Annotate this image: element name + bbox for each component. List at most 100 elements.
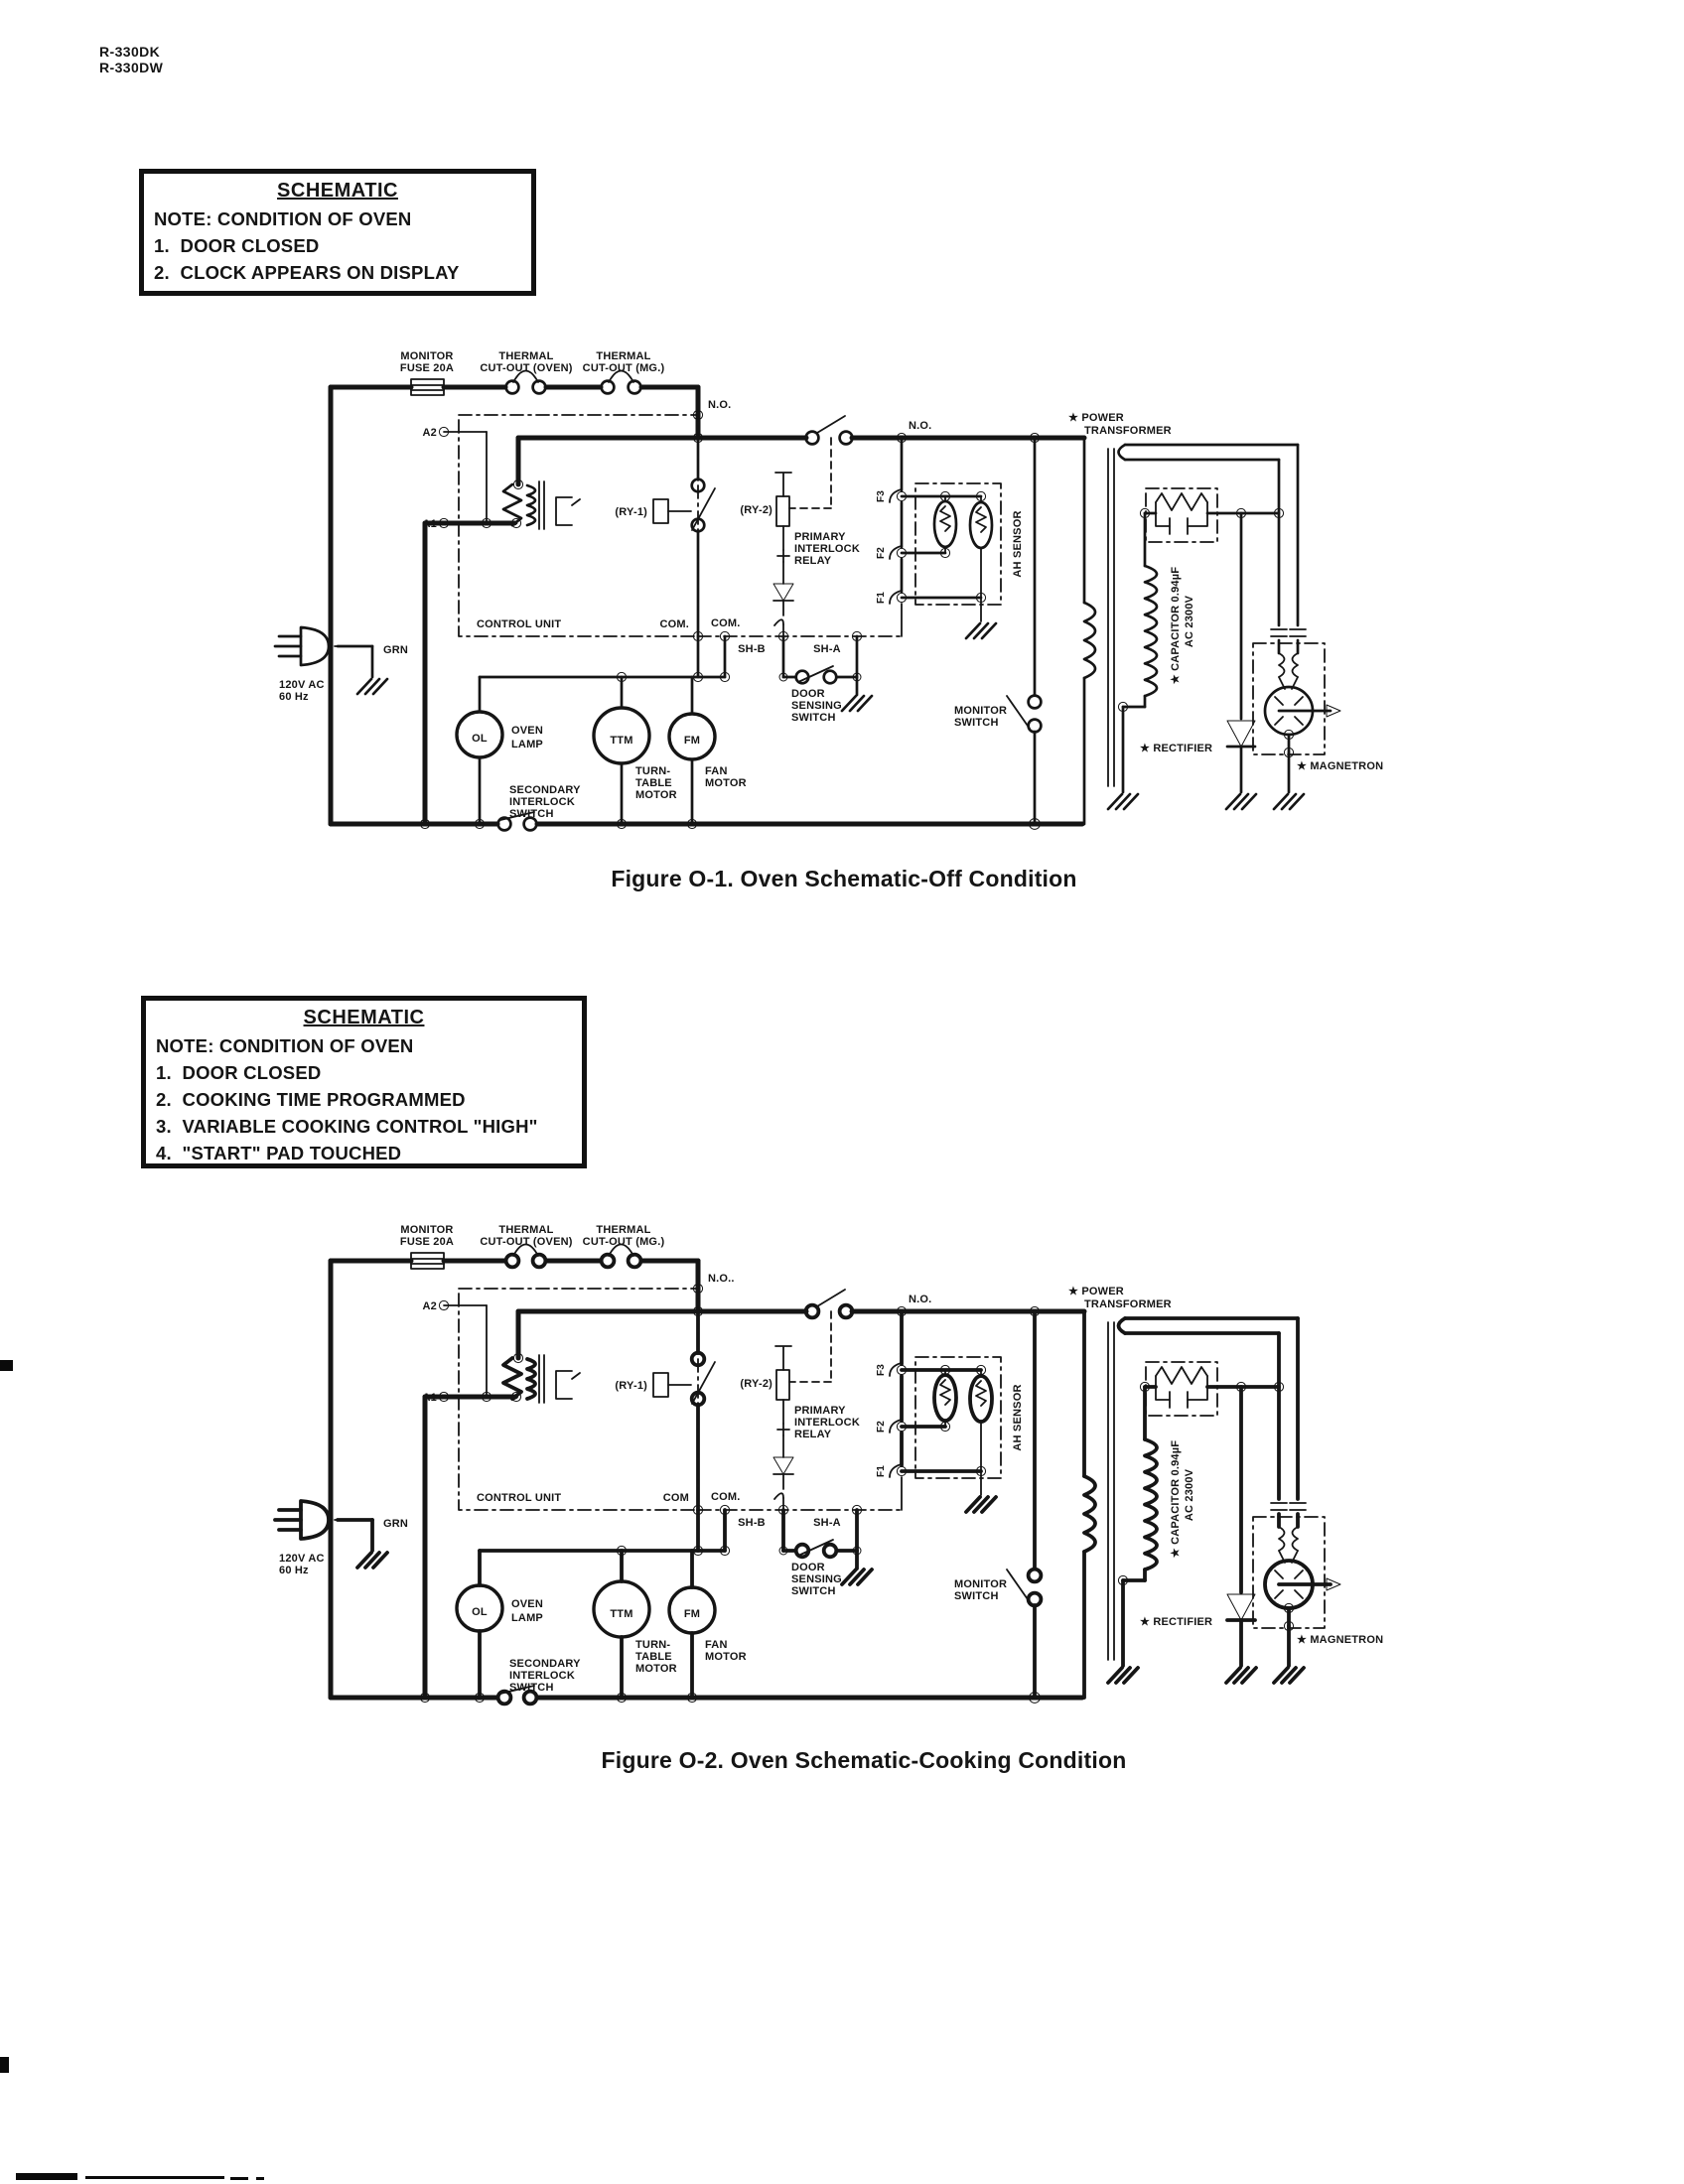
note-item: 3. VARIABLE COOKING CONTROL "HIGH" [156,1116,538,1137]
label-thermal-cutout-oven: CUT-OUT (OVEN) [480,1236,572,1248]
label-door-sensing-switch: SWITCH [791,712,836,724]
heater-elements [932,499,994,550]
circuit-wiring [328,1258,1300,1701]
label-thermal-cutout-oven: THERMAL [498,1224,553,1236]
scan-artifact [230,2177,248,2180]
label-turntable-motor: TURN- [635,765,670,777]
label-fan-motor: FAN [705,765,728,777]
label-capacitor: AC 2300V [1184,595,1195,647]
label-power-transformer: TRANSFORMER [1084,425,1172,437]
label-monitor-fuse: FUSE 20A [400,362,454,374]
oven-circuit-diagram: OL TTM FM MONITOR FUSE 20A THERMAL CUT-O… [273,1224,1383,1706]
diode-symbol [772,583,794,602]
note-item: 2. CLOCK APPEARS ON DISPLAY [154,262,460,283]
label-oven-lamp: LAMP [511,739,543,751]
door-sensing-switch-symbol [793,1539,839,1560]
label-secondary-interlock-switch: INTERLOCK [509,1670,575,1682]
scan-artifact [16,2173,77,2180]
fan-motor-circle: FM [667,1585,717,1635]
model-number-line: R-330DW [99,60,164,75]
label-f2: F2 [876,547,887,559]
label-primary-interlock-relay: INTERLOCK [794,543,860,555]
label-secondary-interlock-switch: SWITCH [509,808,554,820]
label-ry1: (RY-1) [615,1380,647,1392]
label-secondary-interlock-switch: INTERLOCK [509,796,575,808]
label-ry2: (RY-2) [740,504,772,516]
label-sh-a: SH-A [813,643,841,655]
label-primary-interlock-relay: RELAY [794,555,832,567]
control-unit-box [458,1288,699,1511]
label-rectifier: ★ RECTIFIER [1140,743,1212,754]
label-monitor-switch: SWITCH [954,717,999,729]
note-box-cooking-condition: SCHEMATIC NOTE: CONDITION OF OVEN 1. DOO… [141,996,587,1168]
label-monitor-switch: MONITOR [954,1578,1007,1590]
oven-circuit-diagram: OL TTM FM MONITOR FUSE 20A THERMAL CUT-O… [273,350,1383,832]
label-magnetron: ★ MAGNETRON [1297,1634,1383,1646]
note-item: 1. DOOR CLOSED [154,235,320,256]
label-turntable-motor: TURN- [635,1639,670,1651]
circuit-labels: MONITOR FUSE 20A THERMAL CUT-OUT (OVEN) … [279,350,1383,820]
ry2-coil-symbol [775,1369,790,1401]
turntable-motor-label: TTM [610,735,632,747]
oven-lamp-label: OL [472,733,488,745]
magnetron-symbol [1263,1502,1341,1610]
label-oven-lamp: LAMP [511,1612,543,1624]
figure-1-caption: Figure O-1. Oven Schematic-Off Condition [611,866,1077,891]
label-thermal-cutout-oven: THERMAL [498,350,553,362]
capacitor-network-symbol [1155,492,1208,535]
label-supply: 60 Hz [279,691,309,703]
note-title: SCHEMATIC [277,180,398,202]
label-door-sensing-switch: DOOR [791,1562,825,1573]
label-ah-sensor: AH SENSOR [1012,510,1024,577]
label-supply: 120V AC [279,679,325,691]
oven-schematic-off-condition: OL TTM FM MONITOR FUSE 20A THERMAL CUT-O… [268,338,1400,844]
model-numbers: R-330DK R-330DW [99,44,163,75]
label-secondary-interlock-switch: SECONDARY [509,784,581,796]
label-monitor-fuse: FUSE 20A [400,1236,454,1248]
ry1-contact-symbol [652,478,716,533]
junction-dots [419,409,1295,830]
label-ah-sensor: AH SENSOR [1012,1384,1024,1450]
dashed-enclosures [458,414,1326,755]
thermal-cutout-mg-symbol [599,1243,643,1270]
label-fan-motor: FAN [705,1639,728,1651]
monitor-switch-symbol [1006,1567,1044,1608]
thermal-cutout-mg-symbol [600,369,642,395]
label-primary-interlock-relay: PRIMARY [794,531,846,543]
fan-motor-label: FM [684,1608,700,1620]
oven-lamp-circle: OL [455,1583,504,1633]
relay-coil-symbol [501,480,581,530]
label-primary-interlock-relay: PRIMARY [794,1405,846,1417]
thermal-cutout-oven-symbol [504,369,547,395]
label-f3: F3 [876,1364,887,1376]
label-thermal-cutout-mg: CUT-OUT (MG.) [583,362,665,374]
label-rectifier: ★ RECTIFIER [1140,1616,1212,1628]
label-turntable-motor: TABLE [635,1651,672,1663]
fuse-symbol [410,378,445,396]
label-power-transformer: ★ POWER [1068,1286,1124,1297]
label-capacitor: ★ CAPACITOR 0.94µF [1170,1440,1182,1558]
plug-symbol [273,625,331,667]
label-com-left: COM. [659,618,689,630]
scan-artifact [256,2177,264,2180]
label-secondary-interlock-switch: SECONDARY [509,1658,581,1670]
label-magnetron: ★ MAGNETRON [1297,760,1383,772]
label-f2: F2 [876,1421,887,1433]
label-door-sensing-switch: SENSING [791,700,842,712]
fan-motor-circle: FM [667,712,717,761]
label-oven-lamp: OVEN [511,1598,543,1610]
monitor-switch-symbol [1006,694,1043,734]
label-fan-motor: MOTOR [705,777,747,789]
plug-symbol [273,1499,331,1541]
fuse-symbol [410,1252,445,1270]
magnetron-box [1252,642,1326,755]
label-primary-interlock-relay: INTERLOCK [794,1417,860,1429]
label-grn: GRN [383,1518,408,1530]
label-door-sensing-switch: SENSING [791,1573,842,1585]
note-box-off-condition: SCHEMATIC NOTE: CONDITION OF OVEN 1. DOO… [139,169,536,296]
oven-lamp-circle: OL [455,710,504,759]
note-line: NOTE: CONDITION OF OVEN [156,1035,414,1056]
magnetron-symbol [1263,628,1341,737]
scan-artifact [85,2176,224,2179]
